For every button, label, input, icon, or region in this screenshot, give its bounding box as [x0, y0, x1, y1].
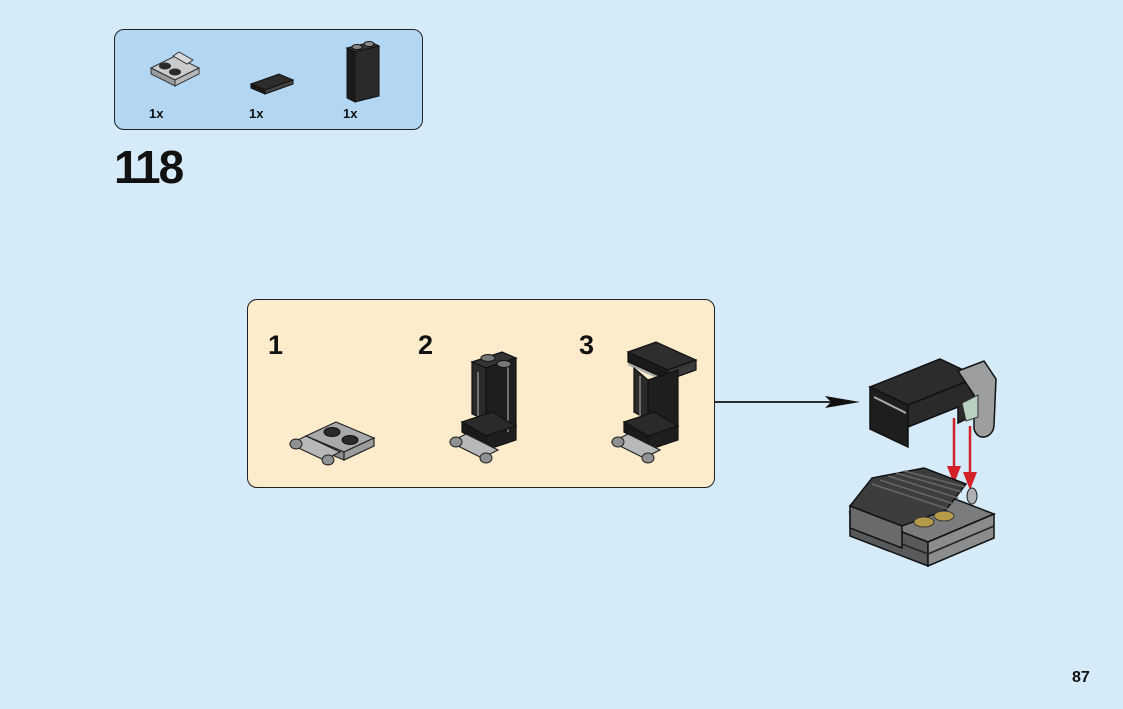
placement-arrows-icon	[947, 418, 977, 490]
part-quantity: 1x	[249, 106, 264, 121]
part-tile-icon	[249, 73, 295, 95]
sub-step-number: 1	[268, 330, 284, 360]
sub-step-number: 3	[579, 330, 595, 360]
sub-assembly-box: 1 2 3	[247, 299, 715, 488]
parts-list-box: 1x 1x 1x	[114, 29, 423, 130]
part-panel-icon	[345, 41, 381, 103]
page-number: 87	[1072, 669, 1090, 686]
step-number: 118	[114, 141, 184, 193]
sub-step-3-model-icon	[610, 341, 698, 464]
assembly-arrow-icon	[715, 396, 860, 408]
sub-assembly-model-icon	[868, 358, 997, 449]
part-quantity: 1x	[343, 106, 358, 121]
main-model-icon	[847, 467, 997, 568]
sub-step-number: 2	[418, 330, 434, 360]
sub-step-1-model-icon	[288, 421, 376, 466]
part-plate-with-handle-icon	[149, 51, 201, 87]
part-quantity: 1x	[149, 106, 164, 121]
sub-step-2-model-icon	[448, 351, 518, 464]
